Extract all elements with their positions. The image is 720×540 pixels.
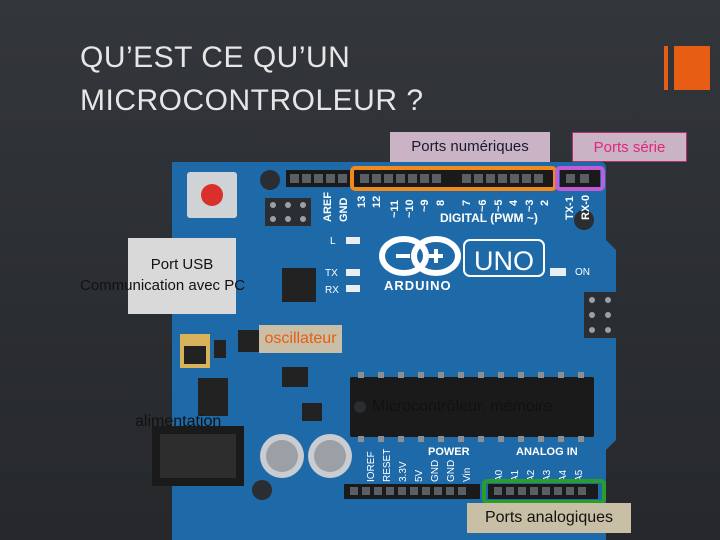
label-port-usb: Port USB Communication avec PC [80,238,245,314]
serial-ports-highlight [555,166,605,191]
svg-text:~3: ~3 [524,199,536,212]
svg-text:Vin: Vin [462,468,473,482]
digital-header-pins [290,174,543,183]
label-microcontroleur: Microcontrôleur, mémoire [372,398,553,415]
oscillator-crystal [238,330,260,352]
label-ports-analogiques: Ports analogiques [467,503,631,533]
label-ports-numeriques: Ports numériques [390,132,550,162]
mounting-hole-top-right [574,210,594,230]
svg-text:TX-1: TX-1 [564,196,576,220]
accent-bar-thick [674,46,710,90]
power-pin-labels: IOREF RESET 3.3V 5V GND GND Vin [366,449,473,482]
svg-text:IOREF: IOREF [366,451,377,482]
power-header-label: POWER [428,446,470,458]
board-model: UNO [474,246,534,276]
svg-text:A0: A0 [494,469,505,482]
usb-chip [282,268,316,302]
mounting-hole-bottom-left [252,480,272,500]
label-oscillateur: oscillateur [259,325,342,353]
svg-text:~6: ~6 [477,199,489,212]
reset-button [201,184,223,206]
svg-text:A5: A5 [574,469,585,482]
svg-text:~11: ~11 [389,200,401,218]
svg-text:12: 12 [371,196,383,208]
svg-text:3.3V: 3.3V [398,461,409,482]
svg-text:13: 13 [356,196,368,208]
svg-text:RX-0: RX-0 [580,195,592,220]
label-usb-line2: Communication avec PC [80,277,246,294]
svg-text:GND: GND [430,460,441,482]
led-label-on: ON [575,267,590,278]
microcontroller-chip [350,377,594,437]
accent-bar-thin [664,46,668,90]
svg-text:A4: A4 [558,469,569,482]
icsp-header-top [265,198,311,226]
svg-text:~5: ~5 [493,199,505,212]
analog-pin-labels: A0 A1 A2 A3 A4 A5 [494,469,585,482]
label-alimentation: alimentation [135,413,222,430]
svg-text:~10: ~10 [404,199,416,218]
svg-text:4: 4 [508,199,520,206]
analog-ports-highlight [482,479,606,504]
icsp-header-right [584,292,618,338]
svg-text:GND: GND [338,198,350,223]
svg-text:AREF: AREF [322,192,334,222]
mounting-hole-top-left [260,170,280,190]
svg-text:2: 2 [539,200,551,206]
svg-text:GND: GND [446,460,457,482]
regulator [198,378,228,416]
label-usb-line1: Port USB [150,256,214,273]
label-ports-serie: Ports série [572,132,687,162]
svg-text:5V: 5V [414,469,425,482]
led-label-tx: TX [325,268,338,279]
svg-text:8: 8 [435,200,447,206]
small-chip [282,367,308,387]
analog-header-label: ANALOG IN [516,446,578,458]
digital-pin-labels: AREF GND 13 12 ~11 ~10 ~9 8 7 ~6 ~5 4 ~3… [322,192,592,222]
svg-text:7: 7 [461,200,473,206]
svg-text:RESET: RESET [382,449,393,482]
svg-text:A1: A1 [510,469,521,482]
digital-header-label: DIGITAL (PWM ~) [440,211,538,225]
svg-text:A3: A3 [542,469,553,482]
board-logo-text: ARDUINO [384,278,452,293]
led-label-l: L [330,236,336,247]
led-label-rx: RX [325,285,339,296]
arduino-logo: UNO ARDUINO [379,236,545,293]
slide-title: QU’EST CE QU’UN MICROCONTROLEUR ? [80,41,424,117]
svg-text:~9: ~9 [419,199,431,212]
svg-text:A2: A2 [526,469,537,482]
